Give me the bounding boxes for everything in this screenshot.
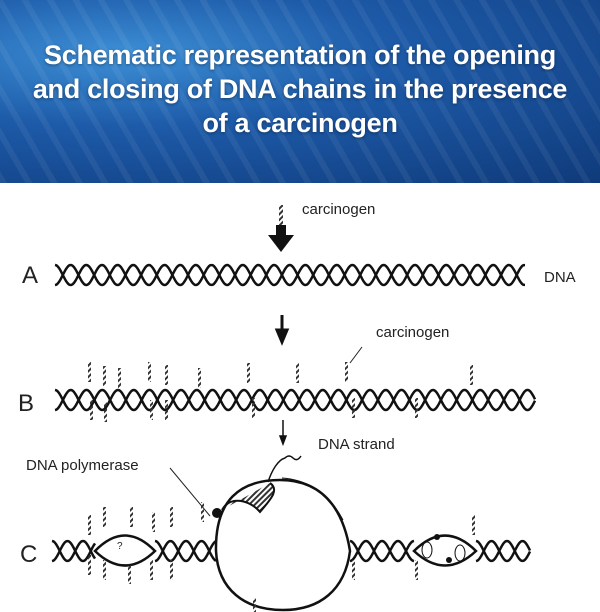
direction-arrow (281, 477, 344, 521)
carcinogen-adduct (296, 363, 299, 383)
carcinogen-adduct (104, 402, 107, 422)
arrow-down-small-icon (278, 420, 288, 447)
arrow-down-icon (274, 315, 290, 346)
carcinogen-adduct (150, 560, 153, 580)
carcinogen-adduct (198, 368, 201, 388)
carcinogen-adduct (352, 398, 355, 418)
question-mark: ? (117, 541, 123, 552)
dna-strand-label: DNA strand (318, 436, 395, 453)
carcinogen-adducts (88, 362, 475, 612)
carcinogen-adduct (150, 400, 153, 420)
carcinogen-adduct (128, 564, 131, 584)
polymerase-dot-icon (212, 508, 222, 518)
carcinogen-adduct (88, 515, 91, 535)
dna-diagram: A B C carcinogen DNA carcinogen DNA stra… (18, 201, 576, 612)
carcinogen-adduct (90, 400, 93, 420)
carcinogen-adduct (152, 512, 155, 532)
carcinogen-adduct (118, 368, 121, 388)
big-arrow-down-icon (268, 225, 294, 252)
header-banner: Schematic representation of the opening … (0, 0, 600, 183)
carcinogen-adduct (352, 560, 355, 580)
carcinogen-adduct (345, 362, 348, 382)
carcinogen-adduct (472, 515, 475, 535)
carcinogen-adduct (170, 507, 173, 527)
dna-helix-c-right (349, 539, 415, 563)
dna-label: DNA (544, 269, 576, 286)
carcinogen-adduct (103, 507, 106, 527)
carcinogen-adduct (148, 362, 151, 382)
carcinogen-adduct (103, 560, 106, 580)
panel-label-c: C (20, 541, 37, 568)
dna-helix-a (54, 263, 525, 287)
carcinogen-adduct (470, 365, 473, 385)
carcinogen-adduct (415, 560, 418, 580)
carcinogen-pointer-line (349, 346, 363, 364)
carcinogen-adduct (170, 560, 173, 580)
carcinogen-molecule-icon (279, 205, 283, 227)
dna-helix-c-end (475, 539, 532, 563)
repair-enzyme-icon (421, 541, 433, 559)
dna-helix-b (54, 388, 537, 412)
carcinogen-adduct (201, 502, 204, 522)
dna-helix-c-mid (154, 539, 217, 563)
dna-polymerase-label: DNA polymerase (26, 457, 139, 474)
dna-helix-c-mid (154, 539, 217, 563)
panel-label-a: A (22, 262, 38, 289)
dna-helix-c-right (349, 539, 415, 563)
dna-helix-a (54, 263, 525, 287)
carcinogen-adduct (88, 555, 91, 575)
carcinogen-adduct (165, 400, 168, 420)
repair-enzyme-icon (454, 544, 466, 562)
carcinogen-adduct (103, 366, 106, 386)
dna-helix-c-left (51, 539, 97, 563)
dna-helix-c-end (475, 539, 532, 563)
page-title: Schematic representation of the opening … (32, 40, 568, 138)
carcinogen-label-top: carcinogen (302, 201, 375, 218)
carcinogen-adduct (165, 365, 168, 385)
dna-helices (51, 263, 537, 563)
small-bubble (93, 534, 157, 567)
carcinogen-adduct (88, 362, 91, 382)
carcinogen-adduct (253, 598, 256, 612)
carcinogen-adduct (415, 398, 418, 418)
repair-dot-icon (434, 534, 440, 540)
new-strand (221, 482, 276, 514)
carcinogen-adduct (252, 398, 255, 418)
panel-label-b: B (18, 390, 34, 417)
carcinogen-label-b: carcinogen (376, 324, 449, 341)
carcinogen-adduct (247, 363, 250, 383)
dna-helix-b (54, 388, 537, 412)
dna-strand-end (267, 455, 302, 483)
replication-bubble (214, 478, 352, 612)
carcinogen-adduct (130, 507, 133, 527)
repair-dot-icon (446, 557, 452, 563)
repair-bubble (412, 534, 478, 567)
